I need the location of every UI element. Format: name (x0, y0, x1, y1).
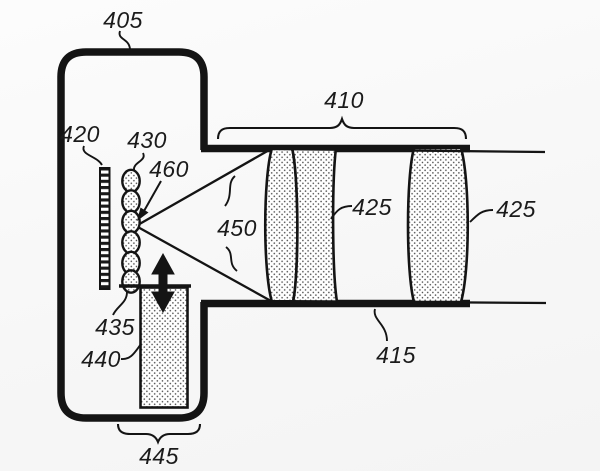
rear-lens-element (406, 146, 470, 304)
leader-420 (82, 145, 103, 166)
callout-430-label: 430 (127, 127, 167, 153)
leader-405 (118, 30, 131, 50)
leader-430 (133, 152, 145, 171)
leader-460-arrowhead (137, 207, 149, 221)
sensor-bead-stack (121, 168, 141, 294)
leader-425-rear (469, 209, 494, 223)
leader-440 (120, 343, 142, 360)
callout-435-label: 435 (95, 314, 135, 340)
front-lens-element-left (263, 146, 299, 304)
callout-460-label: 460 (149, 156, 189, 182)
callout-405-label: 405 (103, 7, 143, 33)
leader-450-lower (225, 246, 238, 272)
callout-410-label: 410 (324, 87, 364, 113)
leader-460-line (143, 180, 162, 212)
camera-housing-outline (57, 48, 208, 422)
callout-450-label: 450 (217, 215, 257, 241)
light-ray-upper (135, 147, 546, 227)
front-lens-element-right (290, 146, 339, 304)
callout-425-rear-label: 425 (496, 196, 536, 222)
callout-420-label: 420 (60, 121, 100, 147)
light-ray-lower (135, 224, 547, 305)
motion-double-arrow (151, 252, 175, 314)
brace-410 (216, 115, 468, 140)
leader-450-upper (224, 175, 236, 207)
leader-425-front (330, 205, 353, 220)
brace-445 (116, 423, 202, 445)
callout-445-label: 445 (139, 443, 179, 469)
display-panel-bar (99, 167, 111, 290)
callout-425-front-label: 425 (352, 194, 392, 220)
leader-415 (373, 308, 388, 342)
leader-435 (112, 291, 128, 316)
callout-440-label: 440 (81, 346, 121, 372)
callout-415-label: 415 (376, 342, 416, 368)
